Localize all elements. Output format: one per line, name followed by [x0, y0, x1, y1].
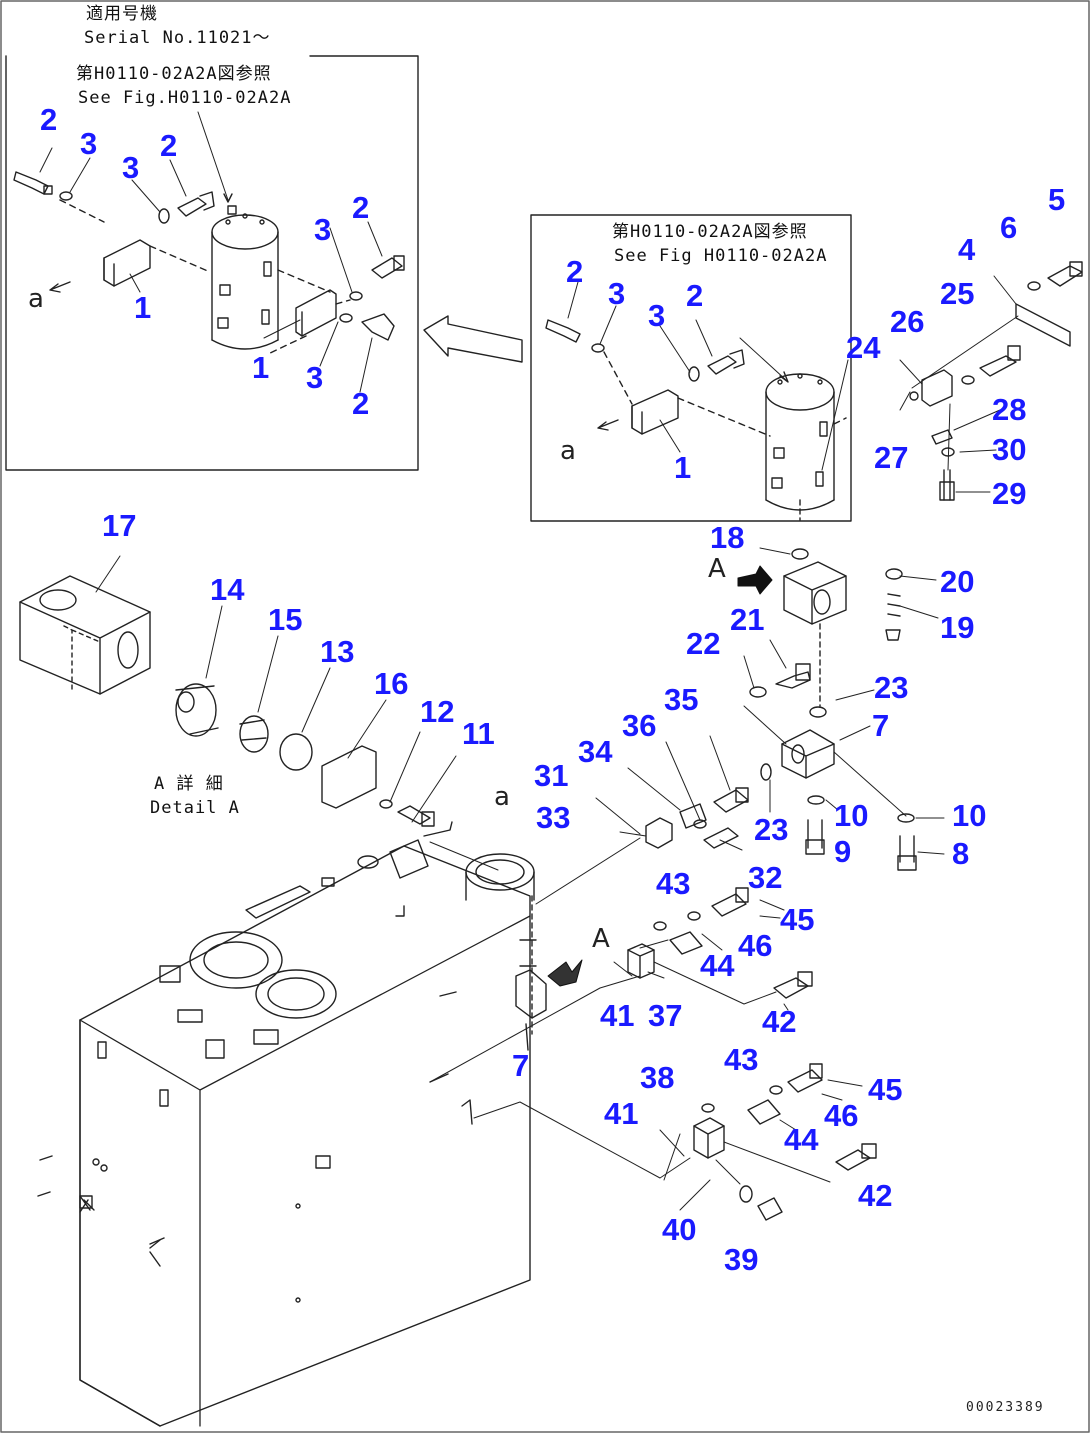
callout: 22 [686, 626, 721, 661]
callout: 11 [462, 716, 495, 751]
view-letter-A-tank: A [592, 924, 610, 954]
view-arrow-a-lower [547, 959, 583, 987]
detail-note-jp: A 詳 細 [154, 774, 224, 794]
ref-note-right-en: See Fig H0110-02A2A [614, 246, 828, 266]
clamp-parts [899, 261, 1083, 501]
callout: 33 [536, 800, 571, 835]
callout: 43 [656, 866, 691, 901]
callout: 1 [134, 290, 152, 325]
callout: 24 [846, 330, 881, 365]
callout: 38 [640, 1060, 675, 1095]
fitting-parts [595, 735, 772, 851]
callout: 44 [700, 948, 735, 983]
callout: 2 [160, 128, 178, 163]
inset-frame-left [5, 55, 419, 471]
callout: 34 [578, 734, 613, 769]
callout: 3 [306, 360, 324, 395]
callout: 28 [992, 392, 1027, 427]
tank-parts [37, 821, 691, 1427]
view-letter-a-tank: a [494, 782, 510, 812]
callout: 1 [252, 350, 270, 385]
callout: 29 [992, 476, 1027, 511]
callout: 25 [940, 276, 975, 311]
callout: 26 [890, 304, 925, 339]
callout: 42 [762, 1004, 797, 1039]
callout: 18 [710, 520, 745, 555]
callout: 3 [314, 212, 332, 247]
callout: 1 [674, 450, 692, 485]
callout: 36 [622, 708, 657, 743]
callout: 20 [940, 564, 975, 599]
callout: 3 [648, 298, 666, 333]
callout: 2 [40, 102, 58, 137]
callout: 42 [858, 1178, 893, 1213]
callout: 39 [724, 1242, 759, 1277]
ref-note-left-jp: 第H0110-02A2A図参照 [76, 64, 272, 84]
callout: 21 [730, 602, 765, 637]
callout: 3 [122, 150, 140, 185]
callout: 10 [952, 798, 987, 833]
callout: 40 [662, 1212, 697, 1247]
detail-a-parts [19, 555, 457, 827]
drawing-number: 00023389 [966, 1400, 1045, 1415]
callout: 16 [374, 666, 409, 701]
callout: 46 [738, 928, 773, 963]
callout: 4 [958, 232, 976, 267]
callout: 23 [754, 812, 789, 847]
ref-note-left-en: See Fig.H0110-02A2A [78, 88, 292, 108]
callout: 2 [686, 278, 704, 313]
callout: 19 [940, 610, 975, 645]
callout: 41 [600, 998, 635, 1033]
callout: 5 [1048, 182, 1066, 217]
right-inset-parts [545, 281, 849, 521]
callout: 13 [320, 634, 355, 669]
callout: 8 [952, 836, 970, 871]
callout: 23 [874, 670, 909, 705]
view-arrow-a-upper [737, 565, 773, 595]
callout: 3 [608, 276, 626, 311]
callout: 2 [566, 254, 584, 289]
detail-note-en: Detail A [150, 798, 240, 818]
callout: 15 [268, 602, 303, 637]
callout: 41 [604, 1096, 639, 1131]
callout: 45 [780, 902, 815, 937]
bracket-parts-upper [613, 887, 813, 1011]
callout: 2 [352, 190, 370, 225]
callout: 32 [748, 860, 783, 895]
serial-note-en: Serial No.11021～ [84, 28, 271, 48]
callout: 7 [872, 708, 890, 743]
callout: 44 [784, 1122, 819, 1157]
callout: 27 [874, 440, 909, 475]
left-inset-parts [13, 111, 405, 393]
callout: 45 [868, 1072, 903, 1107]
callout: 6 [1000, 210, 1018, 245]
view-letter-a-left: a [28, 284, 44, 314]
callout: 43 [724, 1042, 759, 1077]
bracket-parts-lower [659, 1063, 877, 1221]
callout: 30 [992, 432, 1027, 467]
serial-note-jp: 適用号機 [86, 4, 158, 24]
view-letter-A-block: A [708, 554, 726, 584]
callout: 12 [420, 694, 455, 729]
callout: 14 [210, 572, 245, 607]
callout: 31 [534, 758, 569, 793]
callout: 46 [824, 1098, 859, 1133]
valve-block-parts [743, 547, 939, 817]
inset-frame-right [530, 214, 852, 522]
callout: 10 [834, 798, 869, 833]
callout: 35 [664, 682, 699, 717]
view-letter-a-right: a [560, 436, 576, 466]
ref-note-right-jp: 第H0110-02A2A図参照 [612, 222, 808, 242]
callout: 7 [512, 1048, 530, 1083]
callout: 17 [102, 508, 137, 543]
bolt-parts [805, 795, 945, 871]
callout: 3 [80, 126, 98, 161]
callout: 37 [648, 998, 683, 1033]
callout: 2 [352, 386, 370, 421]
callout: 9 [834, 834, 852, 869]
hollow-arrow [423, 315, 523, 363]
